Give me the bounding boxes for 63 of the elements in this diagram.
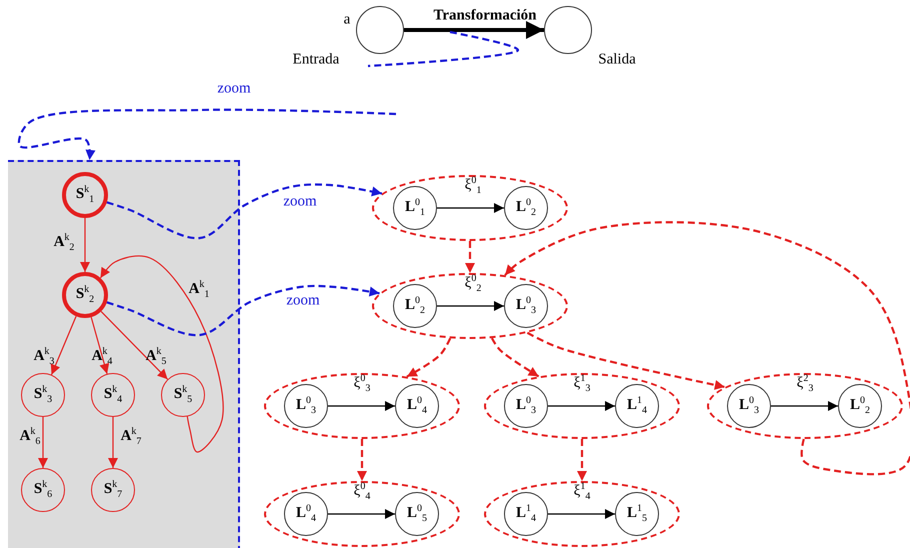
state-circle <box>727 384 771 428</box>
state-circle <box>504 186 548 230</box>
arrow <box>406 338 452 378</box>
edge-label: zoom <box>217 82 251 96</box>
arrow <box>504 221 910 476</box>
arrow <box>577 439 587 481</box>
state-circle <box>284 384 328 428</box>
state-circle <box>504 384 548 428</box>
state-circle <box>62 272 108 318</box>
node-caption: Entrada <box>292 52 340 68</box>
group-ellipse <box>264 481 460 547</box>
arrow <box>38 417 48 468</box>
arrow <box>80 218 90 272</box>
arrow <box>465 241 475 273</box>
arrow <box>106 284 380 336</box>
arrow <box>357 439 367 481</box>
group-ellipse <box>484 481 680 547</box>
arrow <box>106 183 382 240</box>
state-circle <box>615 492 659 536</box>
node-caption: a <box>344 12 350 28</box>
state-circle <box>161 373 205 417</box>
arrow <box>328 509 395 519</box>
arrow <box>100 255 224 453</box>
arrow <box>404 21 544 39</box>
group-ellipse <box>372 175 568 241</box>
state-circle <box>615 384 659 428</box>
arrow <box>437 301 504 311</box>
state-circle <box>21 373 65 417</box>
state-circle <box>393 186 437 230</box>
edge-label: zoom <box>283 194 317 210</box>
state-circle <box>62 172 108 218</box>
arrow <box>108 417 118 468</box>
group-ellipse <box>707 373 903 439</box>
arrow <box>437 203 504 213</box>
group-ellipse <box>264 373 460 439</box>
node-caption: Salida <box>598 52 636 68</box>
zoom-panel <box>8 160 240 548</box>
arrow <box>490 338 540 378</box>
state-circle <box>504 492 548 536</box>
state-circle <box>21 468 65 512</box>
state-circle <box>395 492 439 536</box>
state-circle <box>393 284 437 328</box>
arrow <box>90 316 110 374</box>
state-circle <box>395 384 439 428</box>
arrow <box>526 332 726 390</box>
state-circle <box>91 468 135 512</box>
state-circle <box>91 373 135 417</box>
state-circle <box>284 492 328 536</box>
state-circle <box>838 384 882 428</box>
arrow <box>548 401 615 411</box>
state-circle <box>544 6 592 54</box>
group-ellipse <box>372 273 568 339</box>
edge-label: Transformación <box>433 8 537 24</box>
arrow <box>50 316 77 375</box>
group-ellipse <box>484 373 680 439</box>
arrow <box>548 509 615 519</box>
edge-label: zoom <box>286 294 320 308</box>
arrow <box>771 401 838 411</box>
arrow <box>328 401 395 411</box>
arrow <box>100 311 168 380</box>
state-circle <box>356 6 404 54</box>
state-circle <box>504 284 548 328</box>
arrow <box>18 30 520 162</box>
